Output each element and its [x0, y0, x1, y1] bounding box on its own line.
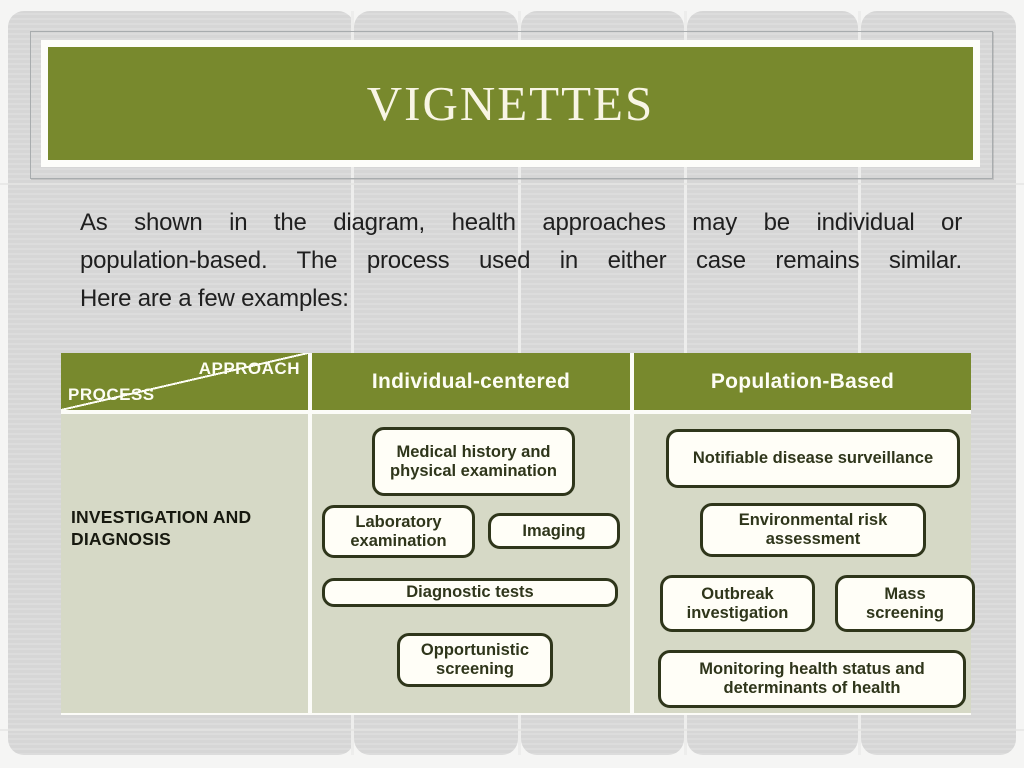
- page-title: VIGNETTES: [366, 76, 655, 131]
- column-header-individual: Individual-centered: [312, 353, 630, 410]
- item-box: Environmental risk assessment: [700, 503, 926, 557]
- corner-approach-label: APPROACH: [198, 359, 300, 378]
- intro-line: population-based. The process used in ei…: [80, 247, 962, 274]
- population-based-cell: Notifiable disease surveillance Environm…: [634, 414, 975, 713]
- backdrop-crease: [0, 729, 1024, 731]
- item-box: Laboratory examination: [322, 505, 475, 558]
- item-box: Imaging: [488, 513, 620, 549]
- row-header-label: INVESTIGATION AND DIAGNOSIS: [71, 507, 252, 549]
- slide-title-banner: VIGNETTES: [41, 40, 980, 167]
- intro-line: Here are a few examples:: [80, 285, 349, 312]
- backdrop-crease: [0, 183, 1024, 185]
- column-header-population: Population-Based: [634, 353, 971, 410]
- table-corner-cell: APPROACH PROCESS: [61, 353, 308, 410]
- item-box: Mass screening: [835, 575, 975, 632]
- item-box: Monitoring health status and determinant…: [658, 650, 966, 708]
- item-box: Notifiable disease surveillance: [666, 429, 960, 488]
- item-box: Outbreak investigation: [660, 575, 815, 632]
- corner-process-label: PROCESS: [68, 385, 155, 404]
- approach-process-table: APPROACH PROCESS Individual-centered Pop…: [61, 353, 975, 715]
- intro-line: As shown in the diagram, health approach…: [80, 209, 962, 236]
- item-box: Diagnostic tests: [322, 578, 618, 607]
- item-box: Opportunistic screening: [397, 633, 553, 687]
- individual-centered-cell: Medical history and physical examination…: [312, 414, 630, 713]
- row-header-cell: INVESTIGATION AND DIAGNOSIS: [61, 414, 308, 713]
- slide-title-block: VIGNETTES: [30, 31, 993, 179]
- item-box: Medical history and physical examination: [372, 427, 575, 496]
- intro-paragraph: As shown in the diagram, health approach…: [80, 204, 962, 318]
